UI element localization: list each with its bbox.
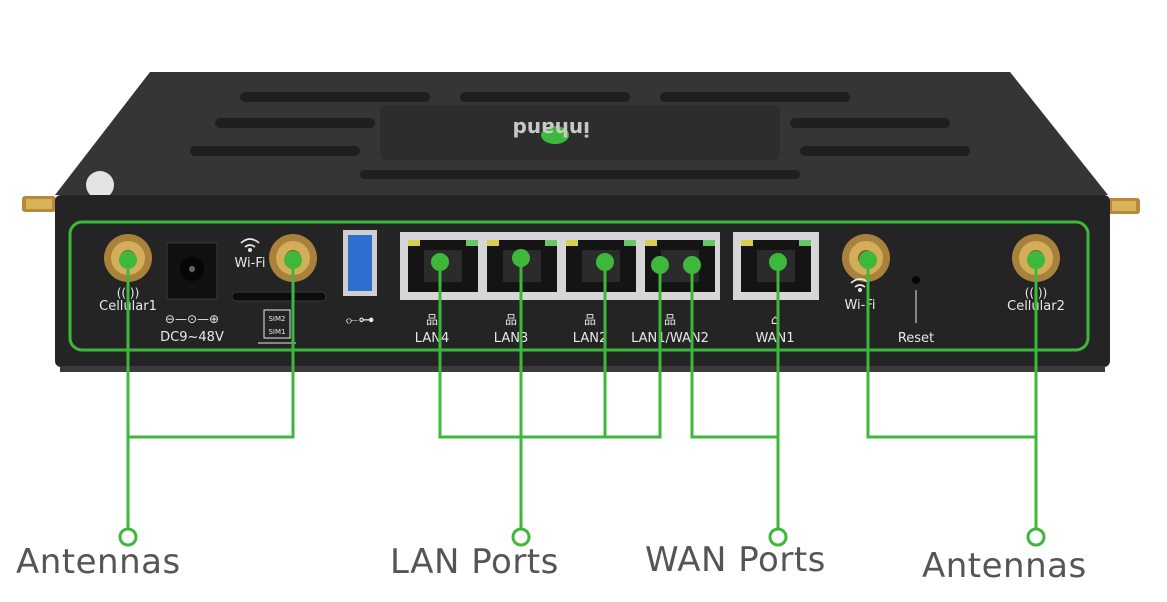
usb-port xyxy=(343,230,377,296)
reset-button xyxy=(912,276,920,284)
svg-text:品: 品 xyxy=(664,313,676,327)
callout-antennas-right: Antennas xyxy=(922,546,1087,586)
wan-icon: ⌂ xyxy=(771,313,779,328)
svg-text:品: 品 xyxy=(426,313,438,327)
brand-logo: inhand xyxy=(513,117,590,144)
polarity-icon: ⊖—⊙—⊕ xyxy=(165,312,219,326)
vent-slots xyxy=(190,92,970,179)
callout-lan-ports: LAN Ports xyxy=(390,542,559,582)
leader-antennas-right xyxy=(866,260,1038,530)
callout-end-rings xyxy=(118,527,1046,547)
power-jack xyxy=(166,242,218,300)
brand-logo-text: inhand xyxy=(513,117,590,141)
label-wifi-right: Wi-Fi xyxy=(844,298,875,313)
usb-icon: ⟜⊶ xyxy=(346,310,375,329)
callout-wan-ports: WAN Ports xyxy=(645,540,826,580)
callout-antennas-left: Antennas xyxy=(16,542,181,582)
sticker xyxy=(86,171,114,199)
side-antenna-right xyxy=(1108,198,1140,214)
wifi-icon-left xyxy=(240,238,260,253)
logo-plate xyxy=(380,105,780,160)
label-sim1: SIM1 xyxy=(268,328,285,336)
label-wifi-left: Wi-Fi xyxy=(234,256,265,271)
label-reset: Reset xyxy=(898,331,934,346)
label-lan3: LAN3 xyxy=(494,331,528,346)
label-lan1-wan2: LAN1/WAN2 xyxy=(631,331,709,346)
label-sim2: SIM2 xyxy=(268,315,285,323)
callout-dots xyxy=(119,249,1045,274)
label-wan1: WAN1 xyxy=(755,331,794,346)
leader-wan-ports xyxy=(690,262,780,530)
label-lan2: LAN2 xyxy=(573,331,607,346)
sim-slot xyxy=(231,291,327,302)
leader-antennas-left xyxy=(126,260,295,530)
label-lan4: LAN4 xyxy=(415,331,449,346)
sim-icon xyxy=(258,309,296,344)
network-icon: 品 品 品 品 xyxy=(426,313,676,327)
svg-text:品: 品 xyxy=(584,313,596,327)
leader-lan-ports xyxy=(438,258,662,530)
label-power: DC9~48V xyxy=(160,330,224,345)
front-panel-highlight-outline xyxy=(68,220,1090,352)
callout-lines xyxy=(126,258,1038,530)
side-antenna-left xyxy=(22,196,56,212)
chassis-bottom-edge xyxy=(60,366,1105,372)
svg-text:品: 品 xyxy=(505,313,517,327)
